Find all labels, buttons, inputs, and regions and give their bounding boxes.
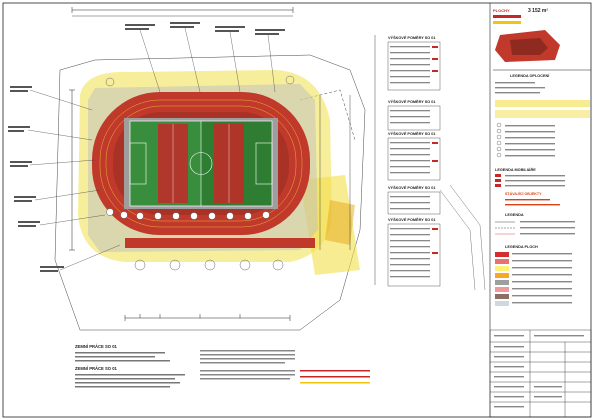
seating-circles [106, 208, 270, 220]
zemni-prace-lines-1 [75, 352, 170, 362]
legenda-ploch-title: LEGENDA PLOCH [505, 245, 538, 249]
callout-labels-left [8, 86, 64, 272]
callout-leaders-left [27, 89, 121, 271]
level-lines [319, 35, 376, 285]
bottom-notes-block [200, 350, 370, 384]
zemni-prace-title-2: ZEMNÍ PRÁCE SO 01 [75, 366, 118, 371]
vyskove-title-3: VÝŠKOVÉ POMĚRY SO 01 [388, 131, 435, 136]
title-block [489, 329, 592, 418]
tree-symbols [105, 75, 295, 271]
area-value: 3 152 m² [528, 8, 548, 14]
vyskove-title-1: VÝŠKOVÉ POMĚRY SO 01 [388, 35, 435, 40]
height-tables-column: VÝŠKOVÉ POMĚRY SO 01 VÝŠKOVÉ POMĚRY SO 0… [387, 35, 441, 287]
legenda-title: LEGENDA [505, 213, 524, 217]
surface-legend-swatches [495, 252, 509, 306]
legend-sidebar: PLOCHY 3 152 m² LEGENDA OPLOCENÍ LEGENDA… [489, 3, 592, 418]
legenda-oploceni-title: LEGENDA OPLOCENÍ [510, 73, 550, 78]
left-dimension-line [69, 89, 75, 251]
bottom-dimension-line [124, 314, 291, 321]
football-pitch [129, 120, 273, 207]
top-dimension-line [71, 7, 294, 17]
zemni-prace-lines-2 [75, 374, 185, 388]
road-outline-right [439, 184, 486, 291]
callout-leaders-top [139, 27, 276, 93]
stavajici-objekty-title: STÁVAJÍCÍ OBJEKTY [505, 191, 542, 196]
vyskove-title-4: VÝŠKOVÉ POMĚRY SO 01 [388, 185, 435, 190]
callout-labels-top [125, 22, 285, 35]
vyskove-title-2: VÝŠKOVÉ POMĚRY SO 01 [388, 99, 435, 104]
sprint-straight [125, 238, 315, 248]
zemni-prace-title-1: ZEMNÍ PRÁCE SO 01 [75, 344, 118, 349]
vyskove-title-5: VÝŠKOVÉ POMĚRY SO 01 [388, 217, 435, 222]
legenda-mobiliare-title: LEGENDA MOBILIÁŘE [495, 167, 536, 172]
plochy-title: PLOCHY [493, 8, 510, 13]
